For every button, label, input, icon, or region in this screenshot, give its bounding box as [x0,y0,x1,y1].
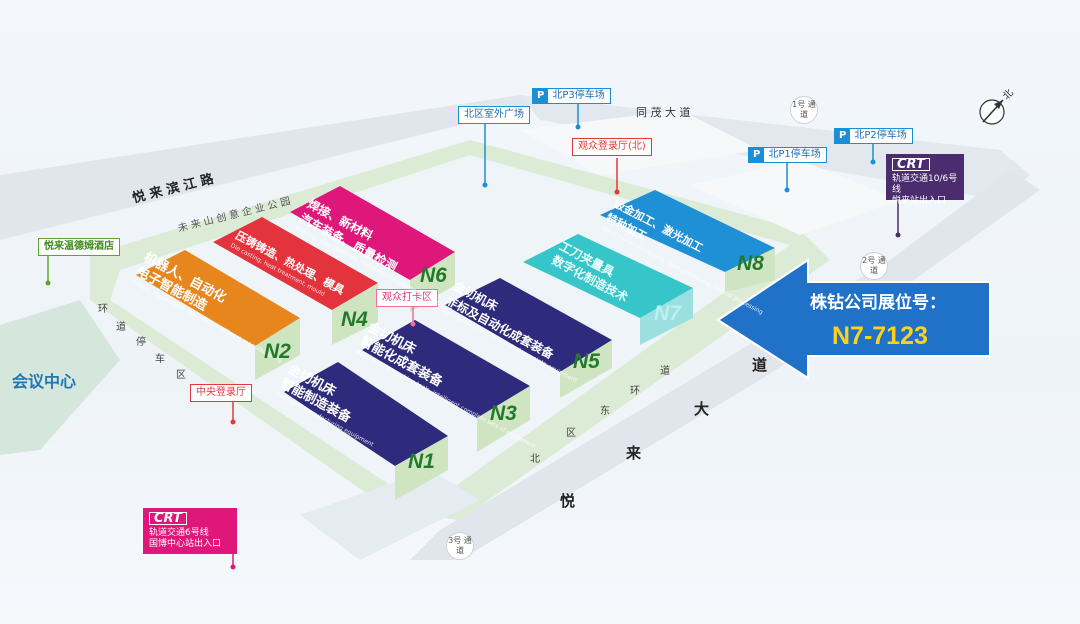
metro-line10-exit: 悦来站出入口 [892,196,947,206]
central-hall-pin-dot [230,419,236,425]
metro-logo-icon: CRT [149,512,187,525]
central-hall-tag: 中央登录厅 [190,384,252,402]
ring-w-1: 环 [98,304,108,315]
ring-ne-2: 环 [630,386,640,397]
hotel-tag: 悦来温德姆酒店 [38,238,120,256]
gate-2: 2号 通道 [860,252,888,280]
p2-pin-dot [870,159,876,165]
hall-n8-end [725,248,775,292]
hall-n5-number: N5 [573,350,600,373]
hall-n7-end [640,288,693,345]
p1-pin-dot [784,187,790,193]
hall-n1-end [395,436,448,500]
hall-n2-roof [136,250,300,346]
north-hall-tag: 观众登录厅(北) [572,138,652,156]
ring-w-5: 区 [176,370,186,381]
parking-p1-area [690,160,900,235]
hall-n7-roof [523,234,693,318]
north-hall-pin-dot [614,189,620,195]
booth-label: 株钻公司展位号： [810,293,946,313]
conference-block [0,300,120,455]
hall-n5-roof [445,278,612,372]
ring-ne-3: 东 [600,406,610,417]
hall-n5-end [560,340,612,398]
ring-ne-4: 区 [566,428,576,439]
ring-w-3: 停 [136,337,146,348]
north-road-band [0,95,560,240]
road-yuelai-avenue-2: 大 [694,400,710,418]
parking-p3-label: 北P3停车场 [552,90,605,101]
conference-center-label: 会议中心 [12,372,77,391]
hall-n4-roof [213,217,378,310]
ring-ne-1: 道 [660,366,670,377]
gate-1: 1号 通道 [790,96,818,124]
metro-logo-icon: CRT [892,158,930,171]
hall-n8-roof [600,190,775,272]
hall-n7-number: N7 [654,302,681,325]
metro-line6-sign: CRT 轨道交通6号线 国博中心站出入口 [143,508,237,554]
hall-n1-roof [284,362,448,466]
metro-line10-label: 轨道交通10/6号线 [892,174,958,195]
metro-line6-exit: 国博中心站出入口 [149,539,222,549]
p3-pin-dot [575,124,581,130]
hall-n4-end [332,283,378,345]
south-lot [300,470,480,560]
ring-w-2: 道 [116,322,126,333]
north-plaza-tag: 北区室外广场 [458,106,530,124]
hall-n8-number: N8 [737,252,764,275]
booth-arrow [716,258,991,380]
road-yuelai-avenue-3: 来 [626,444,642,462]
metro-line6-label: 轨道交通6号线 [149,528,209,538]
road-tongmao: 同 茂 大 道 [636,106,691,119]
parking-p2-label: 北P2停车场 [854,130,907,141]
hall-n3-roof [362,320,530,418]
metro-line10-sign: CRT 轨道交通10/6号线 悦来站出入口 [886,154,964,206]
ring-ne-5: 北 [530,454,540,465]
hall-n4-number: N4 [341,308,368,331]
road-yuelai-avenue-4: 悦 [560,492,576,510]
plaza-pin-dot [482,182,488,188]
hall-n6-roof [290,186,455,280]
checkin-pin-dot [410,321,416,327]
metro10-pin-dot [895,232,901,238]
hall-n3-number: N3 [490,402,517,425]
parking-icon: P [533,89,549,103]
hotel-pin-dot [45,280,51,286]
ring-w-4: 车 [155,354,165,365]
metro6-pin-dot [230,564,236,570]
checkin-area-tag: 观众打卡区 [376,289,438,307]
hall-n3-end [477,386,530,452]
gate-3: 3号 通道 [446,532,474,560]
parking-icon: P [835,129,851,143]
hall-n6-number: N6 [420,264,447,287]
booth-number: N7-7123 [832,322,928,350]
hall-n1-number: N1 [408,450,435,473]
hall-n2-end [255,318,300,380]
parking-icon: P [749,148,765,162]
parking-p1-label: 北P1停车场 [768,149,821,160]
hall-n2-number: N2 [264,340,291,363]
road-yuelai-avenue-1: 道 [752,356,768,374]
